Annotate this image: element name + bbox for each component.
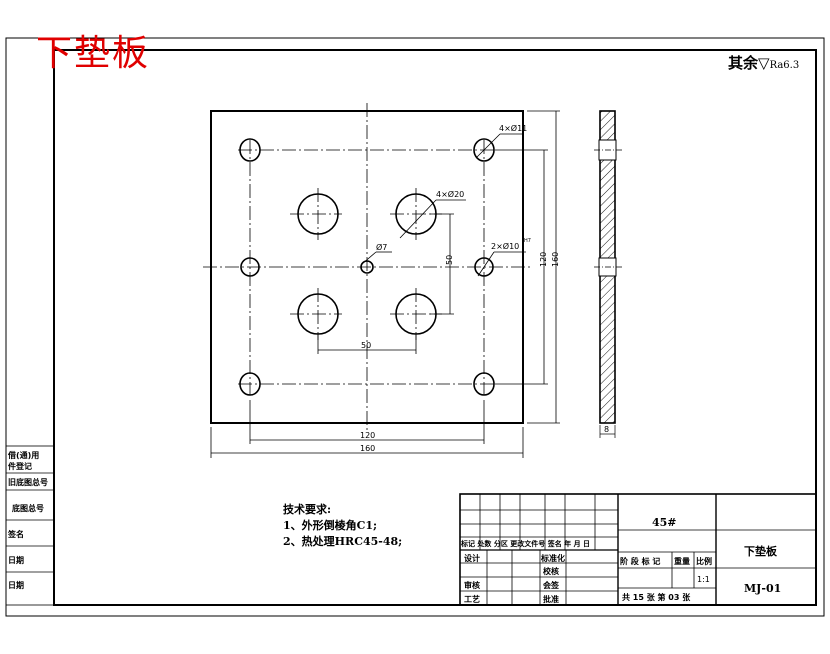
tb-part-name: 下垫板: [744, 545, 777, 558]
side-label-1: 件登记: [8, 462, 32, 471]
hole-small-br: [473, 372, 495, 396]
side-label-2: 旧底图总号: [8, 478, 48, 487]
hole-large-bl: [297, 293, 339, 335]
title-block-grid: [459, 493, 817, 606]
dim-hole-small: 4×Ø11: [499, 123, 527, 133]
hole-pin-left: [240, 257, 260, 277]
tb-design: 设计: [464, 554, 480, 563]
tb-approve: 批准: [543, 595, 559, 604]
dim-hole-large: 4×Ø20: [436, 189, 464, 199]
dim-width-outer: 160: [360, 444, 375, 453]
tb-stage-header: 阶 段 标 记: [620, 557, 661, 566]
dim-width-inner: 120: [360, 431, 375, 440]
hole-pin-right: [474, 257, 494, 277]
hole-small-tr: [473, 138, 495, 162]
tb-sign: 会签: [543, 581, 559, 590]
front-view-labels: 4×Ø11 4×Ø20 2×Ø10 H7 Ø7 160 120 50 160 1…: [360, 123, 560, 453]
dim-height-outer: 160: [551, 252, 560, 267]
tb-sheets: 共 15 张 第 03 张: [622, 593, 691, 602]
dim-hole-pin: 2×Ø10: [491, 241, 519, 251]
dim-hole-center: Ø7: [376, 242, 387, 252]
roughness-prefix: 其余: [728, 54, 759, 72]
side-label-4: 签名: [8, 530, 24, 539]
side-view: 8: [594, 110, 622, 438]
tb-standardize: 标准化: [541, 554, 565, 563]
hole-center: [360, 260, 374, 274]
tb-process: 工艺: [464, 595, 480, 604]
dim-spacing-v: 50: [445, 255, 454, 265]
dim-pin-tol: H7: [524, 238, 531, 244]
tb-weight: 重量: [674, 557, 690, 566]
notes-heading: 技术要求:: [283, 503, 332, 516]
drawing-title: 下垫板: [36, 33, 151, 74]
side-strip-grid: [5, 445, 55, 606]
tb-material: 45#: [652, 516, 677, 529]
dim-height-inner: 120: [539, 252, 548, 267]
tb-scale: 1:1: [697, 575, 710, 584]
tb-ratio: 比例: [696, 557, 712, 566]
hole-large-tl: [297, 193, 339, 235]
tb-row-header: 标记 处数 分区 更改文件号 签名 年 月 日: [461, 540, 591, 548]
notes-line-2: 2、热处理HRC45-48;: [283, 535, 403, 548]
hole-small-bl: [239, 372, 261, 396]
hole-small-tl: [239, 138, 261, 162]
roughness-symbol-icon: ▽: [758, 54, 770, 72]
dim-spacing-h: 50: [361, 341, 371, 350]
tb-check: 校核: [543, 567, 559, 576]
side-label-3: 底图总号: [12, 504, 44, 513]
side-label-5: 日期: [8, 556, 24, 565]
tb-drawing-no: MJ-01: [744, 582, 782, 595]
dim-thickness: 8: [604, 425, 609, 434]
tb-audit: 审核: [464, 581, 480, 590]
side-label-6: 日期: [8, 581, 24, 590]
notes-line-1: 1、外形倒棱角C1;: [283, 519, 378, 532]
front-view: [203, 103, 560, 458]
roughness-value: Ra6.3: [769, 60, 800, 71]
side-label-0: 借(通)用: [8, 451, 40, 460]
roughness-note: 其余▽Ra6.3: [728, 52, 799, 73]
technical-requirements: 技术要求: 1、外形倒棱角C1; 2、热处理HRC45-48;: [283, 502, 402, 550]
